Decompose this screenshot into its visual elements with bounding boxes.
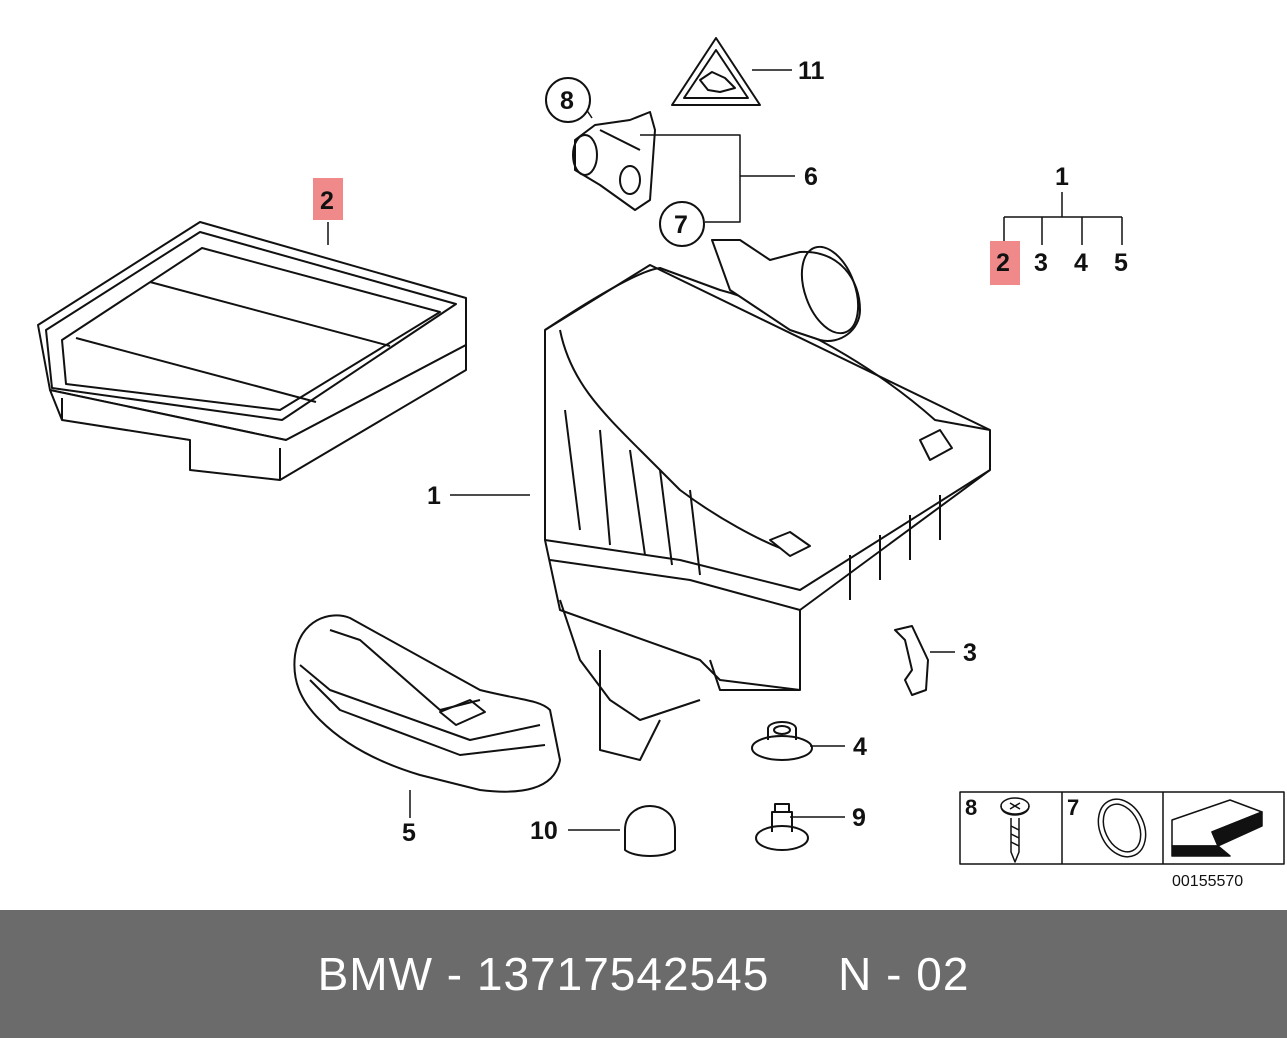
callout-9: 9	[852, 804, 866, 832]
callout-11: 11	[798, 57, 825, 85]
warning-label-triangle	[671, 37, 761, 106]
callout-8: 8	[560, 87, 574, 115]
callout-6: 6	[804, 163, 818, 191]
callout-1-housing: 1	[427, 482, 441, 510]
callout-7: 7	[674, 211, 688, 239]
air-filter-element	[37, 221, 467, 481]
legend-num-7: 7	[1067, 795, 1079, 820]
highlight-box-tree	[990, 241, 1020, 285]
callout-2-filter: 2	[320, 187, 334, 215]
tree-root-1: 1	[1055, 163, 1069, 191]
parts-diagram: 2 1 3 4 5 6 7 8 9 10 11 1 2 3 4 5 8 7 00…	[37, 37, 1285, 890]
footer-bar: BMW - 13717542545 N - 02	[0, 910, 1287, 1038]
rubber-cap	[624, 805, 676, 857]
tree-child-5: 5	[1114, 249, 1128, 277]
rubber-grommet	[751, 721, 813, 761]
callout-3: 3	[963, 639, 977, 667]
legend-box	[959, 791, 1285, 865]
callout-circle-7	[659, 201, 705, 247]
highlight-box-filter	[313, 178, 343, 220]
tree-child-3: 3	[1034, 249, 1048, 277]
intake-snorkel	[293, 614, 561, 793]
callout-10: 10	[530, 817, 558, 845]
legend-num-8: 8	[965, 795, 977, 820]
expanding-rivet	[755, 803, 809, 851]
footer-part-number: BMW - 13717542545 N - 02	[317, 948, 970, 1000]
drawing-number: 00155570	[1172, 873, 1243, 890]
callout-5: 5	[402, 819, 416, 847]
tree-child-4: 4	[1074, 249, 1088, 277]
callout-4: 4	[853, 733, 867, 761]
clip-part	[894, 625, 929, 696]
air-mass-sensor	[572, 111, 656, 211]
air-cleaner-housing	[544, 239, 991, 761]
tree-child-2: 2	[996, 249, 1010, 277]
callout-circle-8	[545, 77, 591, 123]
